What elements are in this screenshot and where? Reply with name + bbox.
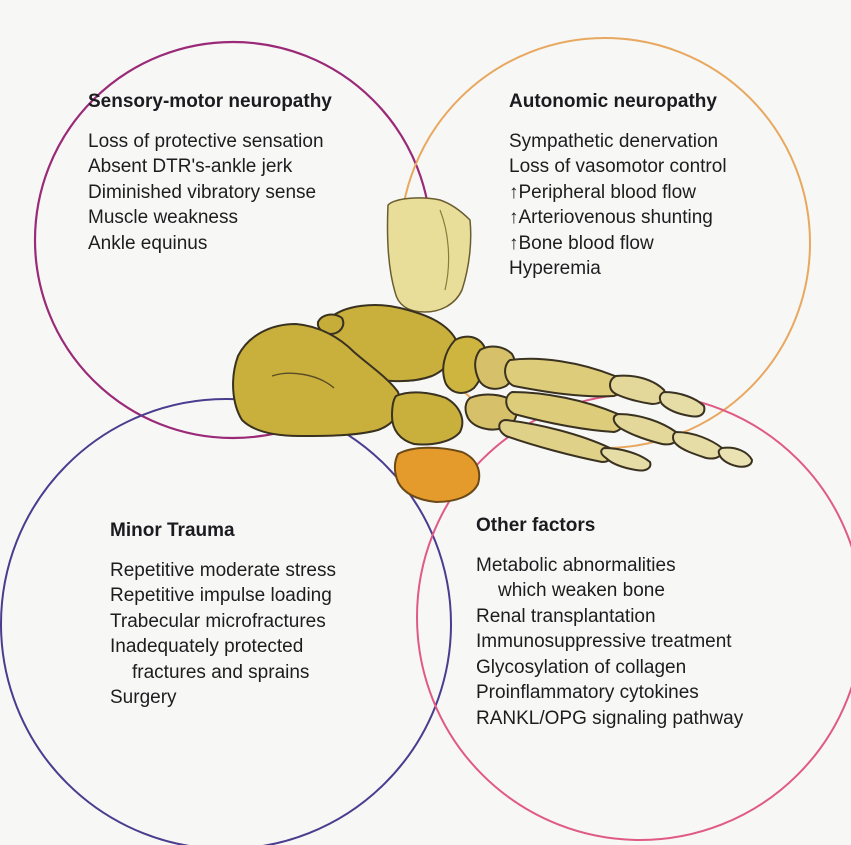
minor-trauma-panel: Minor Trauma Repetitive moderate stress … (110, 518, 336, 711)
list-item: Metabolic abnormalities (476, 553, 743, 579)
list-item: Ankle equinus (88, 231, 332, 257)
list-item: Repetitive impulse loading (110, 583, 336, 609)
list-item: Loss of protective sensation (88, 129, 332, 155)
list-item: Diminished vibratory sense (88, 180, 332, 206)
list-item: ↑Peripheral blood flow (509, 180, 727, 206)
list-item: Loss of vasomotor control (509, 154, 727, 180)
list-item: Surgery (110, 685, 336, 711)
minor-trauma-title: Minor Trauma (110, 518, 336, 544)
other-factors-title: Other factors (476, 513, 743, 539)
sensory-motor-title: Sensory-motor neuropathy (88, 89, 332, 115)
list-item: Immunosuppressive treatment (476, 629, 743, 655)
list-item: Repetitive moderate stress (110, 558, 336, 584)
autonomic-title: Autonomic neuropathy (509, 89, 727, 115)
list-item: Proinflammatory cytokines (476, 680, 743, 706)
list-item: Muscle weakness (88, 205, 332, 231)
list-item: Trabecular microfractures (110, 609, 336, 635)
list-item: Inadequately protected (110, 634, 336, 660)
list-item: fractures and sprains (110, 660, 336, 686)
list-item: RANKL/OPG signaling pathway (476, 706, 743, 732)
sensory-motor-panel: Sensory-motor neuropathy Loss of protect… (88, 89, 332, 256)
other-factors-panel: Other factors Metabolic abnormalities wh… (476, 513, 743, 731)
autonomic-panel: Autonomic neuropathy Sympathetic denerva… (509, 89, 727, 282)
list-item: ↑Arteriovenous shunting (509, 205, 727, 231)
list-item: which weaken bone (476, 578, 743, 604)
list-item: Glycosylation of collagen (476, 655, 743, 681)
list-item: Absent DTR's-ankle jerk (88, 154, 332, 180)
list-item: Sympathetic denervation (509, 129, 727, 155)
list-item: ↑Bone blood flow (509, 231, 727, 257)
list-item: Renal transplantation (476, 604, 743, 630)
list-item: Hyperemia (509, 256, 727, 282)
